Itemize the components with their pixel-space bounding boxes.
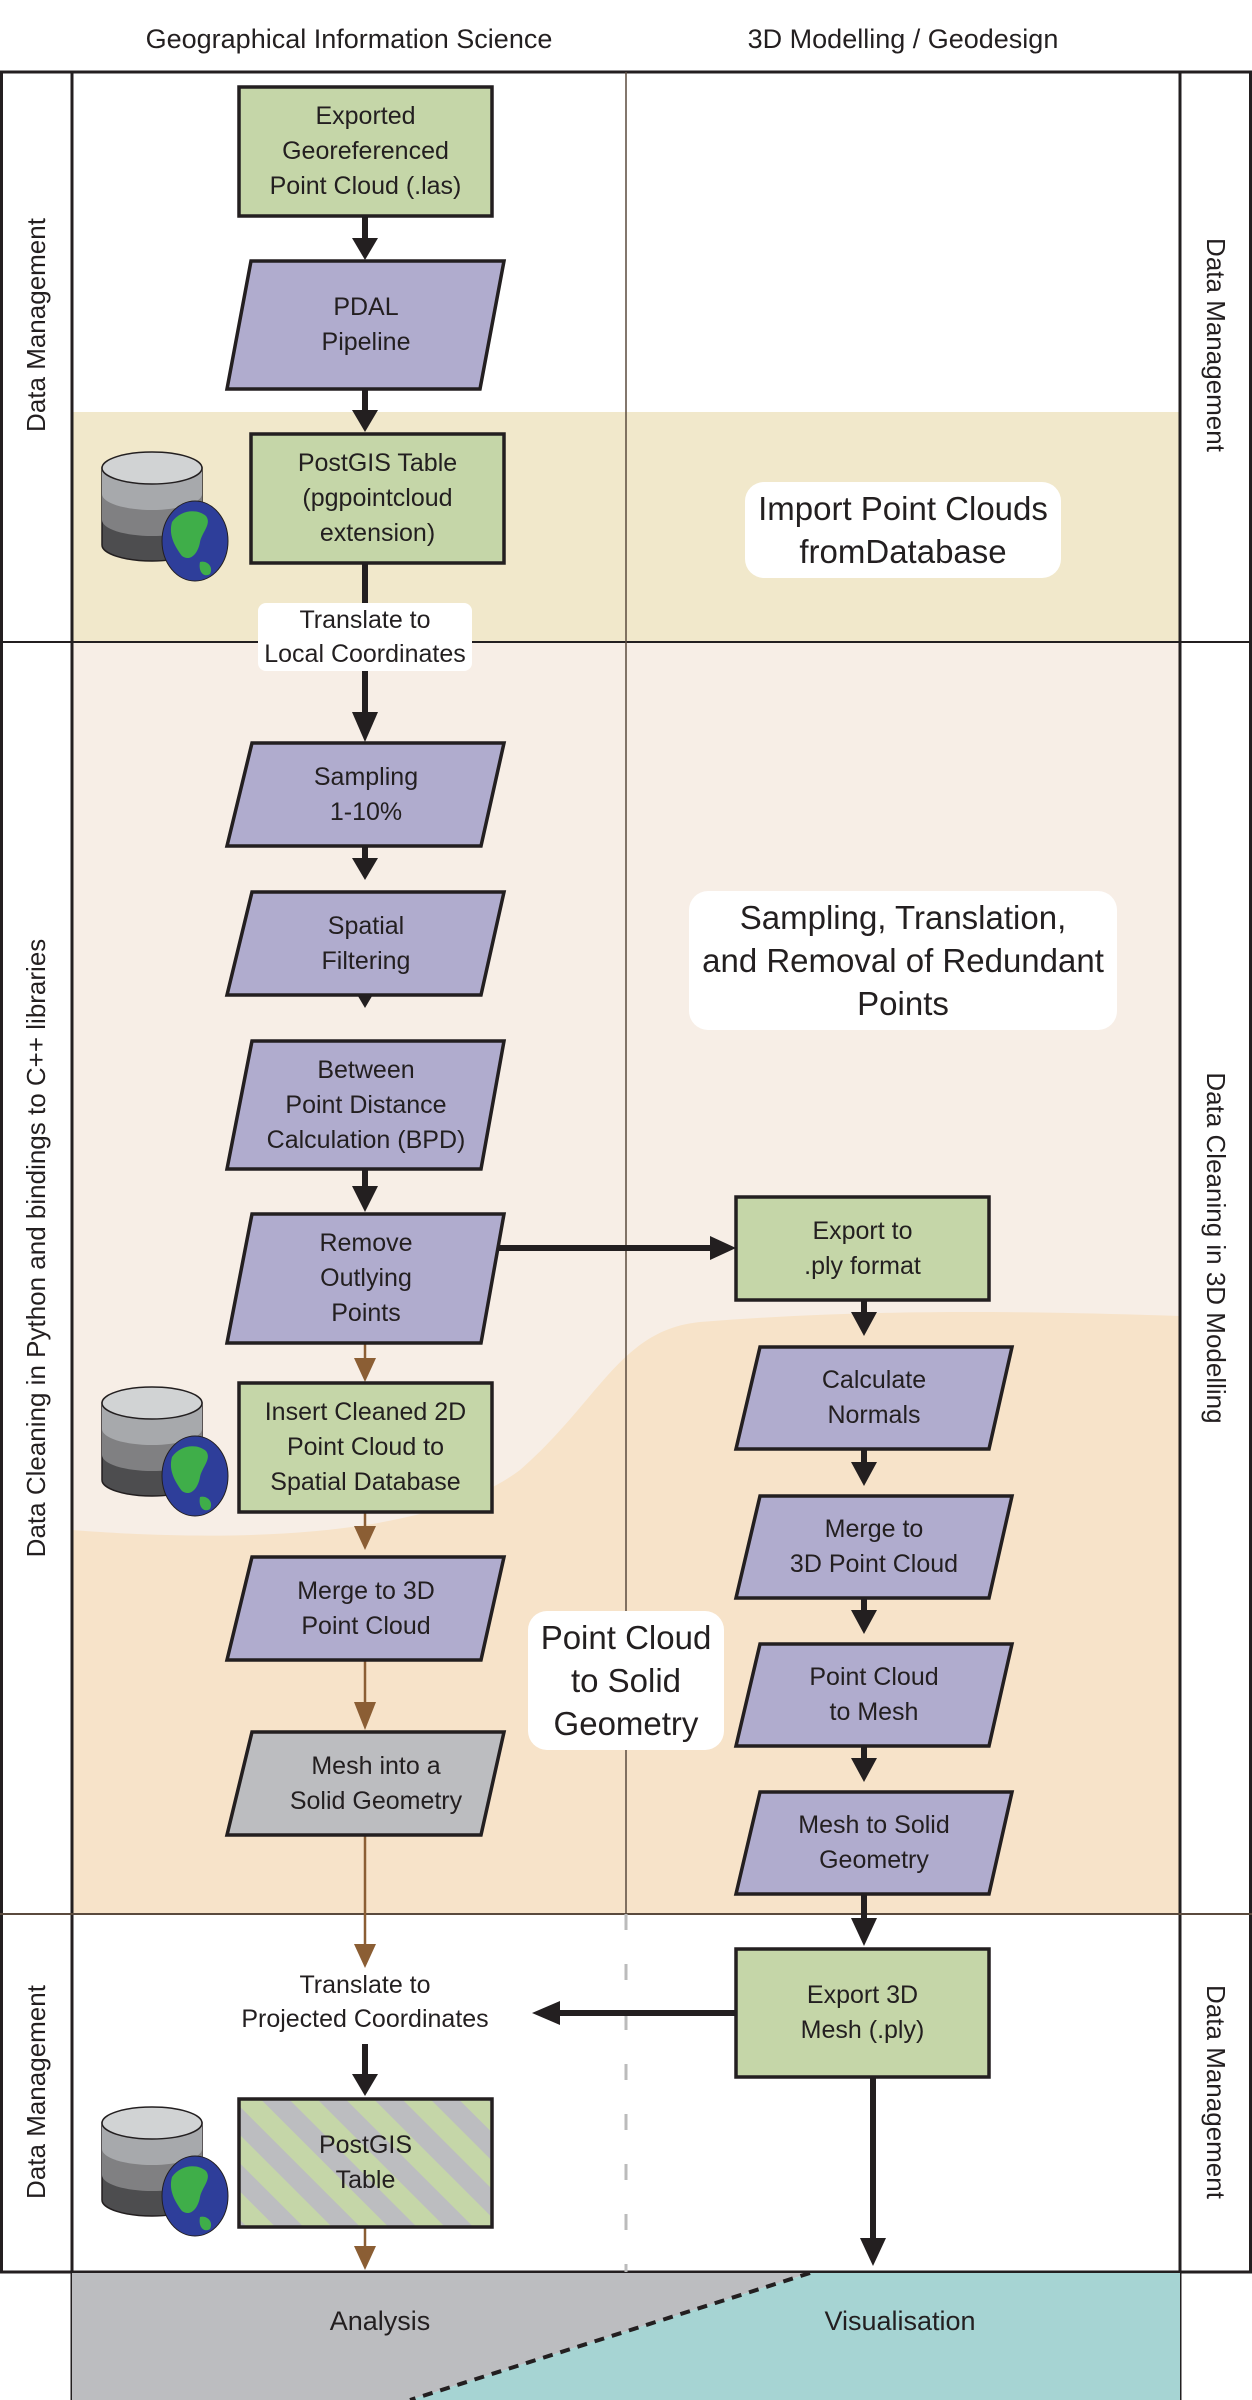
node-pc-to-mesh[interactable] <box>733 1642 1015 1748</box>
lane-label-left-data-management-top: Data Management <box>20 218 51 432</box>
node-pdal-pipeline[interactable] <box>224 259 507 391</box>
node-spatial-filtering[interactable] <box>224 890 507 997</box>
lane-label-right-data-management-top: Data Management <box>1201 238 1232 452</box>
region-label-solid-geometry-text: Point Cloud to Solid Geometry <box>532 1615 720 1745</box>
column-title-gis: Geographical Information Science <box>145 24 553 54</box>
label-translate-projected: Translate to Projected Coordinates <box>241 1971 489 2033</box>
region-label-sampling-text: Sampling, Translation, and Removal of Re… <box>694 895 1112 1025</box>
region-label-sampling: Sampling, Translation, and Removal of Re… <box>640 890 1166 1030</box>
node-export-3d-mesh[interactable] <box>734 1947 991 2079</box>
region-label-import-text: Import Point Clouds fromDatabase <box>750 487 1056 573</box>
node-merge-3d-left[interactable] <box>224 1555 507 1662</box>
node-mesh-solid-left[interactable] <box>224 1730 507 1837</box>
arrowheads <box>352 238 886 2266</box>
node-postgis-pgpointcloud[interactable] <box>249 432 506 565</box>
node-exported-las[interactable] <box>237 85 494 218</box>
visualisation-area <box>410 2273 1180 2400</box>
lane-label-left-data-cleaning: Data Cleaning in Python and bindings to … <box>20 938 51 1558</box>
database-globe-icon <box>101 2106 229 2237</box>
lane-label-right-data-management-bottom: Data Management <box>1201 1985 1232 2199</box>
node-remove-outlying[interactable] <box>224 1212 507 1345</box>
database-globe-icon <box>101 451 229 582</box>
lane-label-left-data-management-bottom: Data Management <box>20 1985 51 2199</box>
database-globe-icon <box>101 1386 229 1517</box>
node-sampling[interactable] <box>224 741 507 848</box>
label-translate-local: Translate to Local Coordinates <box>215 602 515 672</box>
node-bpd[interactable] <box>224 1039 507 1171</box>
lane-label-right-data-cleaning: Data Cleaning in 3D Modelling <box>1201 1072 1232 1424</box>
analysis-area <box>72 2273 810 2400</box>
label-translate-local-text: Translate to Local Coordinates <box>258 603 472 671</box>
output-analysis-label: Analysis <box>329 2306 431 2336</box>
column-title-modelling: 3D Modelling / Geodesign <box>747 24 1059 54</box>
brown-arrowheads <box>354 1358 376 2270</box>
node-insert-cleaned[interactable] <box>237 1381 494 1514</box>
node-postgis-table[interactable] <box>237 2097 494 2229</box>
region-label-solid-geometry: Point Cloud to Solid Geometry <box>516 1610 736 1750</box>
node-merge-3d-right[interactable] <box>733 1494 1015 1600</box>
node-mesh-to-solid[interactable] <box>733 1790 1015 1896</box>
node-export-ply[interactable] <box>734 1195 991 1302</box>
output-visualisation-label: Visualisation <box>824 2306 976 2336</box>
node-calc-normals[interactable] <box>733 1345 1015 1451</box>
region-label-import: Import Point Clouds fromDatabase <box>640 480 1166 580</box>
